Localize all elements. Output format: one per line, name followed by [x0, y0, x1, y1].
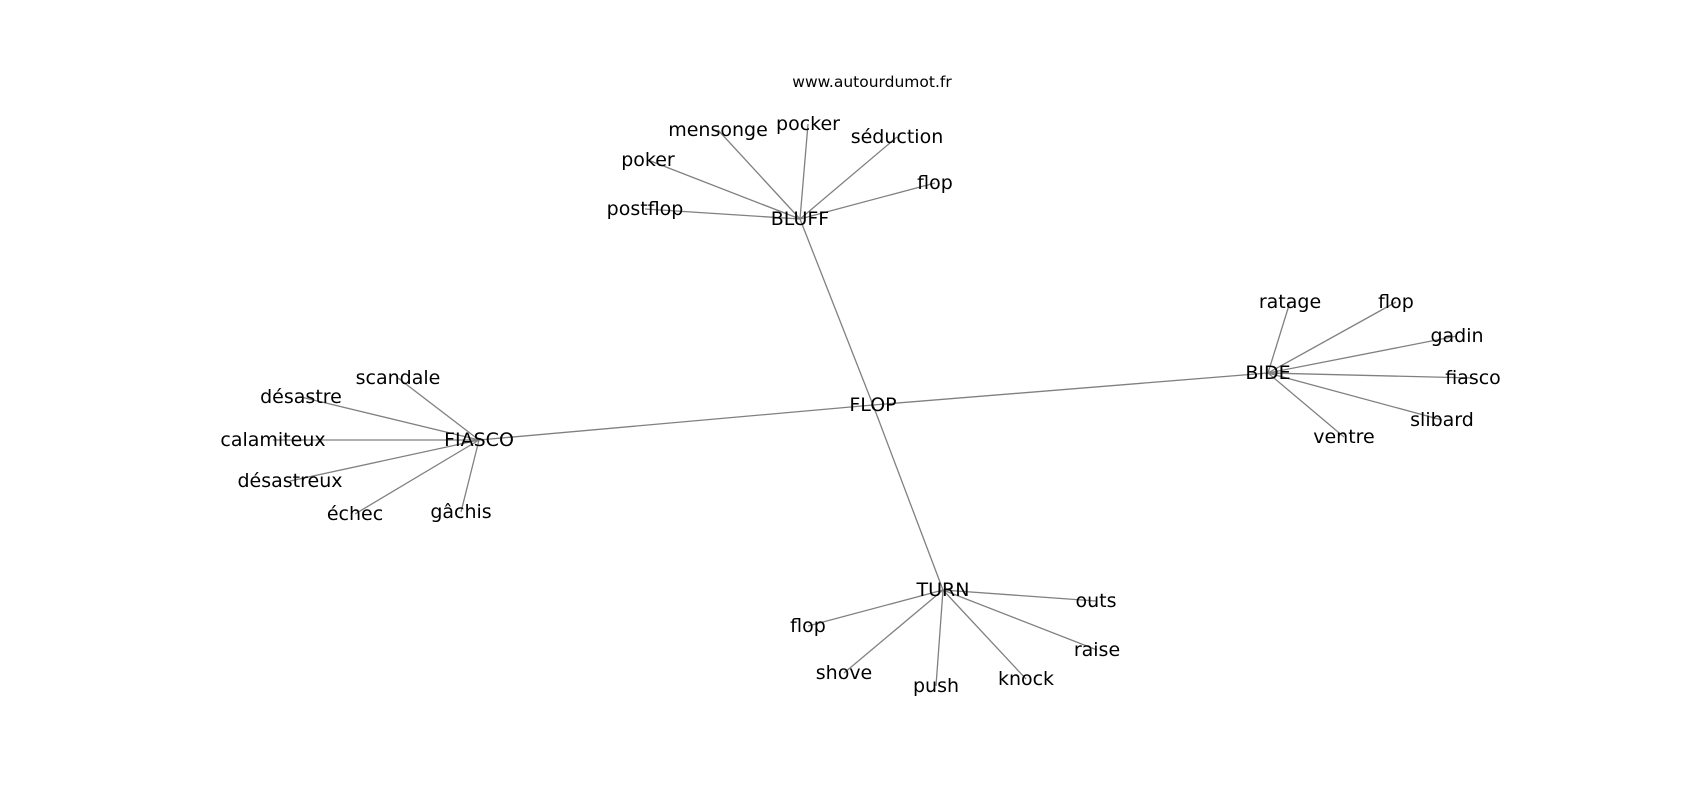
- edge-bluff-poker: [647, 159, 801, 220]
- node-bide: BIDE: [1245, 362, 1290, 384]
- node-pocker: pocker: [776, 113, 840, 135]
- edge-turn-outs: [942, 589, 1097, 602]
- node-seduction: séduction: [851, 126, 944, 148]
- node-fiasco: FIASCO: [444, 429, 514, 451]
- edge-flop-bluff: [799, 218, 874, 406]
- node-push: push: [913, 675, 959, 697]
- edge-bluff-flop-bluff: [799, 182, 936, 220]
- node-flop-center: FLOP: [849, 394, 896, 416]
- edge-bide-slibard: [1267, 372, 1443, 421]
- edge-fiasco-scandale: [397, 377, 480, 441]
- node-echec: échec: [327, 503, 383, 525]
- node-shove: shove: [816, 662, 873, 684]
- edge-bide-flop-bide: [1267, 301, 1397, 374]
- edge-bluff-postflop: [644, 208, 801, 220]
- node-ventre: ventre: [1313, 426, 1375, 448]
- node-postflop: postflop: [607, 198, 684, 220]
- node-calamiteux: calamiteux: [220, 429, 325, 451]
- edge-bluff-pocker: [799, 123, 809, 220]
- node-fiasco-leaf: fiasco: [1445, 367, 1501, 389]
- node-raise: raise: [1074, 639, 1120, 661]
- edge-turn-shove: [843, 589, 944, 674]
- edge-flop-fiasco: [478, 404, 874, 441]
- edge-flop-turn: [872, 404, 944, 591]
- node-ratage: ratage: [1259, 291, 1321, 313]
- edge-fiasco-gachis: [460, 439, 480, 513]
- node-gachis: gâchis: [430, 501, 491, 523]
- edge-turn-knock: [942, 589, 1027, 680]
- edge-fiasco-desastreux: [289, 439, 480, 482]
- node-scandale: scandale: [356, 367, 441, 389]
- node-poker: poker: [621, 149, 675, 171]
- edge-bluff-seduction: [799, 136, 898, 220]
- node-mensonge: mensonge: [668, 119, 768, 141]
- node-outs: outs: [1075, 590, 1116, 612]
- edge-turn-push: [935, 589, 944, 687]
- edge-flop-bide: [872, 372, 1269, 406]
- edge-bide-ratage: [1267, 301, 1291, 374]
- edge-fiasco-desastre: [300, 396, 480, 441]
- node-flop-bide: flop: [1378, 291, 1414, 313]
- edge-bide-fiasco-leaf: [1267, 372, 1474, 379]
- node-gadin: gadin: [1430, 325, 1483, 347]
- node-desastre: désastre: [260, 386, 342, 408]
- watermark-text: www.autourdumot.fr: [792, 73, 952, 91]
- node-desastreux: désastreux: [237, 470, 342, 492]
- node-bluff: BLUFF: [771, 208, 829, 230]
- nodes-layer: FLOP BLUFF postflop poker mensonge pocker sédu…: [220, 113, 1500, 697]
- edge-bide-ventre: [1267, 372, 1345, 438]
- edge-bluff-mensonge: [717, 129, 801, 220]
- edge-turn-flop-turn: [807, 589, 944, 627]
- edge-fiasco-echec: [354, 439, 480, 515]
- node-slibard: slibard: [1410, 409, 1474, 431]
- edges-layer: [273, 123, 1474, 687]
- node-flop-bluff: flop: [917, 172, 953, 194]
- node-flop-turn: flop: [790, 615, 826, 637]
- edge-bide-gadin: [1267, 335, 1458, 374]
- edge-turn-raise: [942, 589, 1098, 651]
- node-turn: TURN: [916, 579, 970, 601]
- node-knock: knock: [998, 668, 1054, 690]
